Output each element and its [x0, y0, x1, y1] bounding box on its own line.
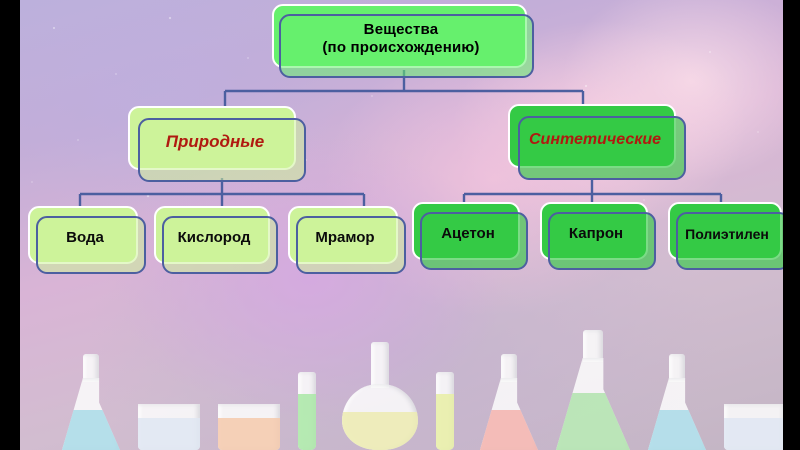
- conical-flask: [62, 354, 120, 450]
- beaker: [724, 404, 786, 450]
- node-leaf-kapron-outline: [548, 212, 656, 270]
- node-root-label: Вещества (по происхождению): [322, 21, 480, 56]
- test-tube: [298, 372, 316, 450]
- beaker: [138, 404, 200, 450]
- node-branch-synthetic-outline: [518, 116, 686, 180]
- node-leaf-kapron[interactable]: Капрон: [540, 202, 656, 270]
- node-leaf-aceton-label: Ацетон: [441, 225, 495, 243]
- conical-flask-liquid: [648, 410, 706, 450]
- node-leaf-mramor-outline: [296, 216, 406, 274]
- beaker-liquid: [138, 418, 200, 450]
- node-leaf-voda[interactable]: Вода: [28, 206, 146, 274]
- node-leaf-kislorod-label: Кислород: [177, 229, 251, 247]
- node-leaf-polietilen-outline: [676, 212, 790, 270]
- conical-flask-neck: [669, 354, 685, 382]
- conical-flask-liquid: [62, 410, 120, 450]
- conical-flask-liquid: [480, 410, 538, 450]
- conical-flask-body: [62, 378, 120, 450]
- conical-flask-large-body: [556, 358, 630, 450]
- round-bottom-flask-body: [342, 384, 418, 450]
- node-leaf-kislorod[interactable]: Кислород: [154, 206, 278, 274]
- node-branch-synthetic[interactable]: Синтетические: [508, 104, 686, 180]
- conical-flask-neck: [83, 354, 99, 382]
- round-bottom-flask-liquid: [342, 412, 418, 450]
- letterbox-bar-right: [783, 0, 800, 450]
- node-root-outline: [279, 14, 534, 78]
- conical-flask-large: [556, 330, 630, 450]
- node-leaf-voda-outline: [36, 216, 146, 274]
- round-bottom-flask-neck: [371, 342, 389, 388]
- conical-flask-neck: [501, 354, 517, 382]
- node-leaf-aceton-outline: [420, 212, 528, 270]
- node-root[interactable]: Вещества (по происхождению): [272, 4, 534, 78]
- node-leaf-polietilen-label: Полиэтилен: [685, 225, 769, 242]
- beaker: [218, 404, 280, 450]
- beaker-liquid: [218, 418, 280, 450]
- node-branch-natural[interactable]: Природные: [128, 106, 306, 182]
- conical-flask-large-liquid: [556, 393, 630, 450]
- node-leaf-polietilen[interactable]: Полиэтилен: [668, 202, 792, 270]
- node-branch-natural-label: Природные: [165, 131, 265, 151]
- beaker-body: [218, 404, 280, 450]
- node-leaf-voda-label: Вода: [66, 229, 104, 247]
- lab-glassware-strip: [20, 330, 786, 450]
- conical-flask-large-neck: [583, 330, 603, 362]
- beaker-body: [138, 404, 200, 450]
- test-tube-liquid: [436, 394, 454, 450]
- node-branch-natural-outline: [138, 118, 306, 182]
- beaker-liquid: [724, 418, 786, 450]
- conical-flask: [480, 354, 538, 450]
- conical-flask-body: [648, 378, 706, 450]
- test-tube: [436, 372, 454, 450]
- beaker-body: [724, 404, 786, 450]
- round-bottom-flask: [342, 342, 418, 450]
- node-leaf-aceton[interactable]: Ацетон: [412, 202, 528, 270]
- node-leaf-kislorod-outline: [162, 216, 278, 274]
- letterbox-bar-left: [0, 0, 20, 450]
- conical-flask: [648, 354, 706, 450]
- node-leaf-mramor-label: Мрамор: [315, 229, 375, 247]
- test-tube-body: [436, 372, 454, 450]
- test-tube-liquid: [298, 394, 316, 450]
- node-branch-synthetic-label: Синтетические: [528, 130, 661, 148]
- node-leaf-mramor[interactable]: Мрамор: [288, 206, 406, 274]
- test-tube-body: [298, 372, 316, 450]
- node-leaf-kapron-label: Капрон: [568, 225, 624, 243]
- conical-flask-body: [480, 378, 538, 450]
